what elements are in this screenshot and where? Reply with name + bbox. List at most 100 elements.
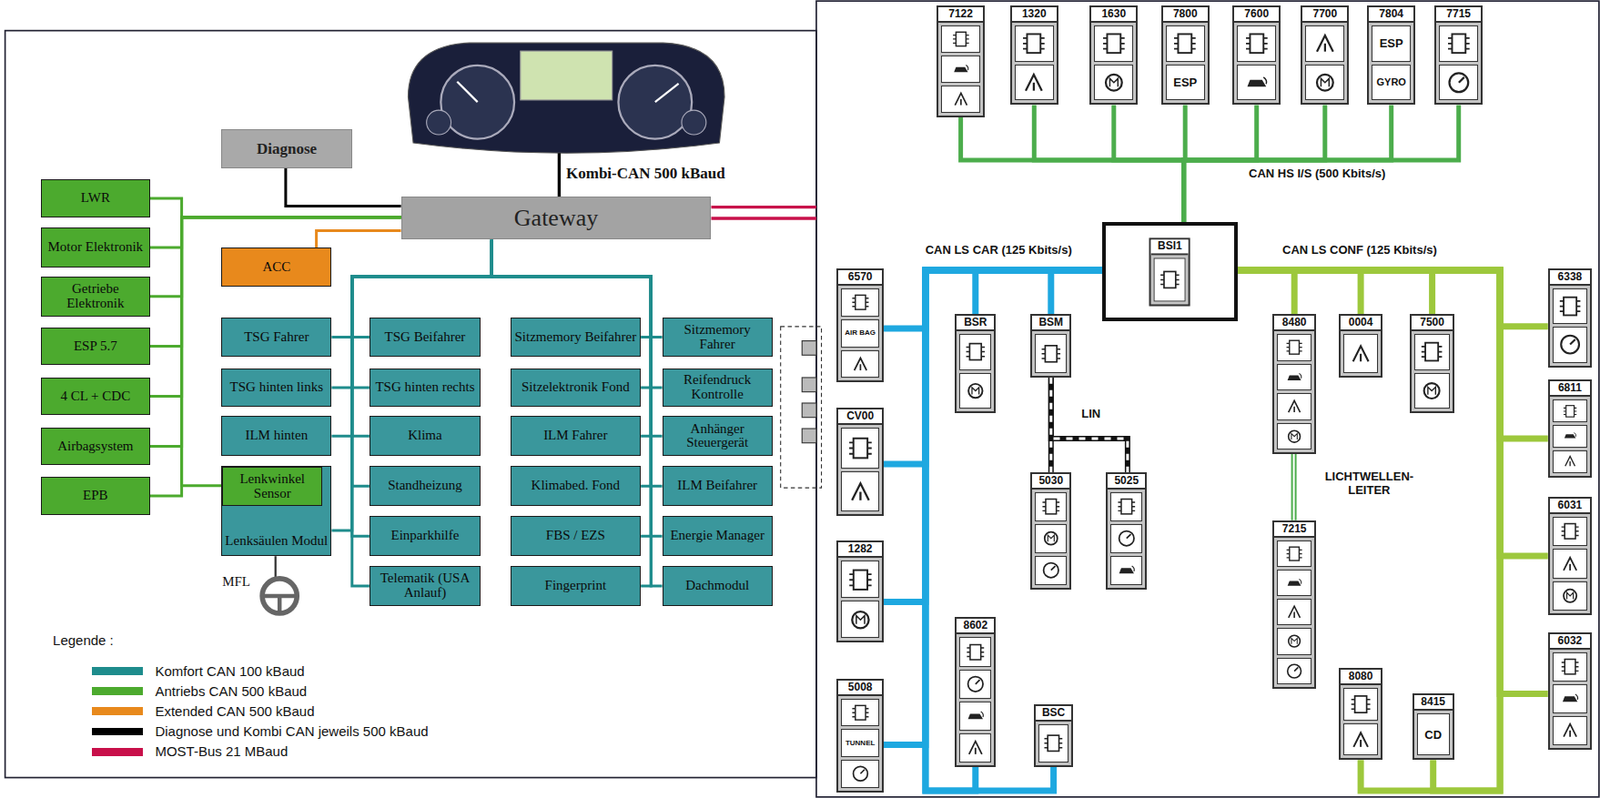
gauge-symbol (1448, 72, 1469, 92)
gauge (681, 110, 707, 135)
module-number: 8415 (1414, 695, 1453, 711)
ecu-box: Motor Elektronik (40, 227, 151, 268)
icon-text: TUNNEL (845, 739, 875, 748)
icon-frame (1110, 492, 1143, 522)
control-unit-module: 8602 (954, 617, 996, 768)
icon-frame: GYRO (1371, 64, 1411, 102)
legend-text: Extended CAN 500 kBaud (154, 703, 314, 719)
chip-symbol (1045, 499, 1057, 515)
box-label: ILM Fahrer (543, 428, 608, 444)
icon-frame (941, 85, 981, 113)
can-bus-connector (491, 240, 662, 437)
chip-symbol (1178, 33, 1193, 53)
box-label: Sitzelektronik Fond (521, 380, 630, 395)
module-icon (1347, 728, 1374, 752)
chip-pins (851, 298, 869, 307)
control-unit-module: 1630 (1089, 5, 1138, 106)
can-bus-connector (331, 240, 492, 437)
icon-frame (1110, 556, 1143, 586)
ecu-box: Telematik (USA Anlauf) (369, 566, 481, 607)
car-symbol (1575, 694, 1579, 700)
ecu-box: Energie Manager (662, 516, 773, 557)
icon-frame (1236, 64, 1276, 102)
icon-frame (1552, 425, 1588, 448)
small-unit (801, 341, 817, 356)
module-number: 7700 (1302, 7, 1347, 23)
bus-line (1051, 270, 1103, 314)
control-unit-module: 0004 (1338, 313, 1383, 378)
ecu-box: TSG hinten links (221, 368, 332, 408)
can-bus-connector (352, 240, 493, 389)
ecu-box: Klimabed. Fond (510, 465, 642, 507)
control-unit-module: 7800ESP (1161, 5, 1210, 106)
chip-symbol (1106, 33, 1121, 53)
legend-swatch (91, 748, 143, 757)
module-icon (846, 763, 875, 785)
ecu-box: Fingerprint (510, 566, 642, 607)
can-bus-connector (150, 198, 402, 218)
can-bus-connector (285, 168, 402, 207)
bus-line (1184, 105, 1257, 223)
module-number: 7600 (1234, 7, 1279, 23)
bus-line (1051, 377, 1128, 473)
icon-frame (840, 288, 880, 317)
box-label: ILM Beifahrer (677, 478, 758, 494)
icon-frame (840, 560, 880, 598)
box-label: 4 CL + CDC (60, 389, 131, 405)
text-label: Kombi-CAN 500 kBaud (564, 164, 728, 183)
legend-text: Komfort CAN 100 kBaud (154, 663, 304, 679)
icon-frame (959, 373, 992, 409)
bus-line (1033, 105, 1184, 223)
ecu-box: Sitzmemory Beifahrer (510, 317, 642, 358)
wiper-symbol (1563, 724, 1577, 738)
panel-frame (5, 30, 817, 779)
car-symbol (1287, 374, 1302, 380)
module-number: 8480 (1274, 315, 1315, 332)
module-number: 5008 (838, 680, 882, 697)
gauge-symbol (1294, 667, 1298, 671)
car-symbol (981, 711, 984, 718)
module-icon (1557, 688, 1583, 709)
icon-text: GYRO (1377, 77, 1407, 88)
module-icon (846, 354, 875, 375)
wiper-symbol (1293, 406, 1296, 413)
bus-line (1237, 270, 1361, 314)
most-bus-line (710, 216, 816, 220)
gauge-symbol (1126, 534, 1132, 539)
chip-symbol (1425, 343, 1438, 362)
legend-swatch (91, 667, 143, 676)
can-bus-connector (491, 240, 651, 588)
module-number: 6338 (1549, 270, 1590, 286)
box-label: EPB (82, 488, 109, 504)
chip-pins (1160, 274, 1179, 284)
icon-frame (1276, 569, 1312, 597)
control-unit-module: 7500 (1409, 313, 1454, 414)
bus-line (491, 240, 651, 389)
control-unit-module: 7715 (1434, 5, 1483, 106)
can-bus-connector (1184, 105, 1392, 223)
instrument-cluster (407, 42, 725, 153)
icon-frame (1552, 288, 1588, 325)
module-icon (846, 566, 875, 594)
bus-line (925, 270, 1103, 791)
wiper-symbol (1353, 732, 1368, 748)
bus-line (352, 240, 493, 588)
icon-frame (1276, 598, 1312, 626)
icon-frame (1552, 581, 1588, 611)
box-label: Sitzmemory Fahrer (666, 323, 770, 353)
module-icon (1019, 30, 1049, 58)
can-bus-connector (925, 270, 1103, 791)
module-icon (963, 673, 988, 696)
module-number: 7215 (1274, 522, 1315, 538)
icon-frame (1552, 548, 1588, 578)
chip-pins (1563, 407, 1577, 415)
chip-pins (1448, 38, 1470, 50)
wiper-symbol (974, 748, 977, 755)
module-icon (946, 29, 976, 50)
box-label: FBS / EZS (546, 528, 606, 544)
motor-symbol (1566, 592, 1573, 599)
ecu-box: Sitzmemory Fahrer (662, 317, 773, 358)
module-icon (846, 292, 875, 314)
motor-symbol (1427, 386, 1436, 395)
